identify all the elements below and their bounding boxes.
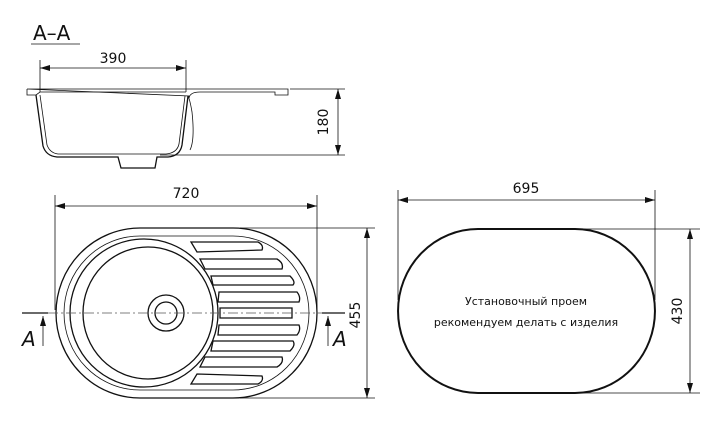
groove [189, 241, 264, 253]
section-view: A–A 390 180 [26, 21, 345, 169]
groove [210, 275, 295, 286]
cutout-note-line1: Установочный проем [465, 295, 587, 308]
dim-720-label: 720 [173, 186, 200, 202]
section-title: A–A [33, 21, 71, 45]
section-mark-left: A [20, 327, 36, 351]
sink-outline [55, 227, 318, 399]
groove [189, 373, 264, 385]
dim-430-label: 430 [670, 298, 686, 325]
cutout-outline [397, 228, 656, 394]
section-mark-right: A [331, 327, 347, 351]
dim-455-label: 455 [348, 302, 364, 329]
groove [219, 307, 293, 319]
dim-695-label: 695 [513, 181, 540, 197]
groove [217, 291, 301, 303]
sink-rim [63, 235, 310, 391]
groove [198, 356, 284, 368]
cutout-note-line2: рекомендуем делать с изделия [434, 316, 618, 329]
rim-profile [26, 88, 289, 99]
dim-390-label: 390 [100, 51, 127, 67]
cutout-view: 695 Установочный проем рекомендуем делат… [397, 181, 700, 394]
groove [217, 324, 301, 336]
groove [198, 258, 284, 270]
dim-180-label: 180 [316, 109, 332, 136]
groove [210, 340, 295, 352]
drainer-curve [187, 95, 194, 151]
top-view: 720 A A 455 [20, 186, 375, 399]
bowl-inner [39, 94, 186, 155]
bowl-outer [35, 94, 189, 169]
drainer-grooves [189, 241, 301, 385]
